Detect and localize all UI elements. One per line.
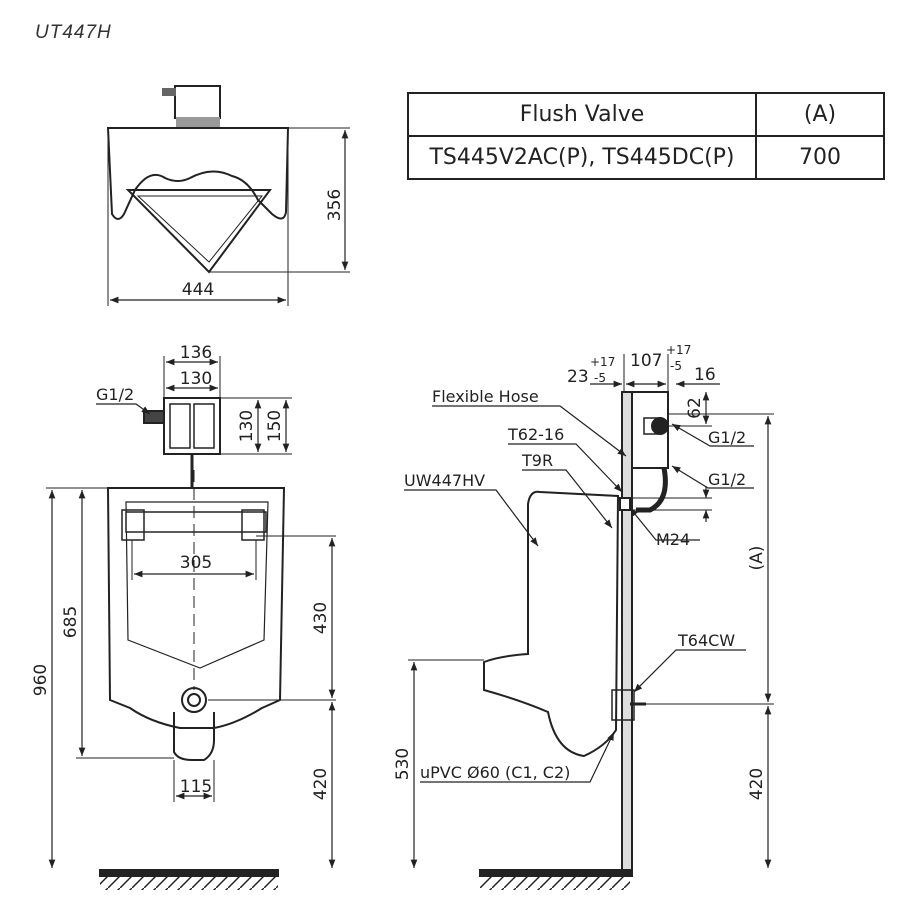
dim-box-outer-height: 150 [265, 410, 285, 442]
leader-t9r [522, 469, 613, 529]
label-flexible-hose: Flexible Hose [432, 387, 539, 406]
trap-outline [173, 712, 215, 761]
label-g2: G1/2 [708, 470, 746, 489]
dim-box-inner-width: 130 [180, 369, 212, 389]
label-g1: G1/2 [708, 428, 746, 447]
floor-hatch [100, 876, 278, 890]
bowl-outline [106, 127, 290, 220]
valve-connector [643, 417, 659, 435]
bowl-rim [136, 195, 264, 263]
dim-bracket-span: 305 [180, 553, 212, 573]
bracket-bar [125, 511, 267, 533]
dim-107-tol-minus: -5 [670, 359, 682, 373]
dim-23-tol-minus: -5 [594, 371, 606, 385]
dim-rim-height: 685 [61, 606, 81, 638]
dim-420-side: 420 [747, 768, 767, 800]
front-view [46, 356, 336, 890]
dim-107-tol-plus: +17 [666, 343, 691, 357]
leader-upvc [420, 731, 615, 783]
dim-upper: 430 [311, 602, 331, 634]
table-header-cell: Flush Valve [407, 92, 757, 137]
floor-line [99, 869, 279, 877]
outlet-ring [181, 687, 207, 713]
side-view [404, 354, 774, 890]
leader-flexible-hose [432, 405, 627, 457]
label-upvc: uPVC Ø60 (C1, C2) [420, 763, 570, 782]
dim-16: 16 [694, 365, 716, 385]
outlet-hole [187, 693, 201, 707]
flexible-hose [636, 467, 668, 513]
dim-box-outer-width: 136 [180, 343, 212, 363]
label-t62: T62-16 [507, 425, 564, 444]
leader-g2 [671, 465, 754, 489]
bracket-left [121, 509, 145, 541]
dim-outlet-width: 115 [180, 777, 212, 797]
table-row: TS445V2AC(P), TS445DC(P) 700 [407, 135, 885, 180]
dim-width: 444 [182, 280, 214, 300]
dim-a: (A) [747, 546, 767, 571]
valve-panel [193, 403, 215, 449]
leader-m24 [629, 507, 700, 541]
dim-23: 23 [567, 367, 589, 387]
table-header-cell: (A) [755, 92, 885, 137]
dim-box-inner-height: 130 [237, 410, 257, 442]
leader-t62 [508, 443, 623, 493]
table-header-row: Flush Valve (A) [407, 92, 885, 137]
urinal-side-outline [483, 490, 620, 758]
leader-t64 [633, 649, 746, 693]
label-g-inlet: G1/2 [96, 385, 134, 404]
valve-box [163, 397, 221, 455]
table-cell: 700 [755, 135, 885, 180]
leader-line [96, 403, 151, 415]
valve-base [176, 117, 220, 128]
g-inlet-pipe [143, 410, 165, 424]
dim-total-height: 960 [31, 664, 51, 696]
top-view [106, 85, 350, 306]
leader-g1 [671, 423, 754, 447]
spud-connector [619, 497, 631, 511]
dim-23-tol-plus: +17 [590, 355, 615, 369]
sensor-unit [174, 85, 221, 119]
valve-panel [169, 403, 191, 449]
label-t64: T64CW [677, 631, 735, 650]
valve-inlet [162, 88, 176, 96]
floor-hatch [480, 876, 630, 890]
label-t9r: T9R [521, 451, 553, 470]
bowl-inner [125, 189, 272, 274]
table-cell: TS445V2AC(P), TS445DC(P) [407, 135, 757, 180]
model-title: UT447H [35, 22, 112, 43]
bracket-right [241, 509, 265, 541]
dim-62: 62 [685, 397, 705, 419]
urinal-bowl-line [125, 501, 269, 669]
dim-530: 530 [393, 748, 413, 780]
leader-uw [404, 489, 539, 547]
dim-lower: 420 [311, 768, 331, 800]
flush-valve-table: Flush Valve (A) TS445V2AC(P), TS445DC(P)… [407, 92, 885, 180]
dim-107: 107 [630, 351, 662, 371]
dim-depth: 356 [325, 189, 345, 221]
label-m24: M24 [656, 530, 690, 549]
label-uw: UW447HV [404, 471, 485, 490]
floor-line [479, 869, 631, 877]
wall-section [621, 391, 633, 877]
valve-knob [651, 417, 669, 435]
